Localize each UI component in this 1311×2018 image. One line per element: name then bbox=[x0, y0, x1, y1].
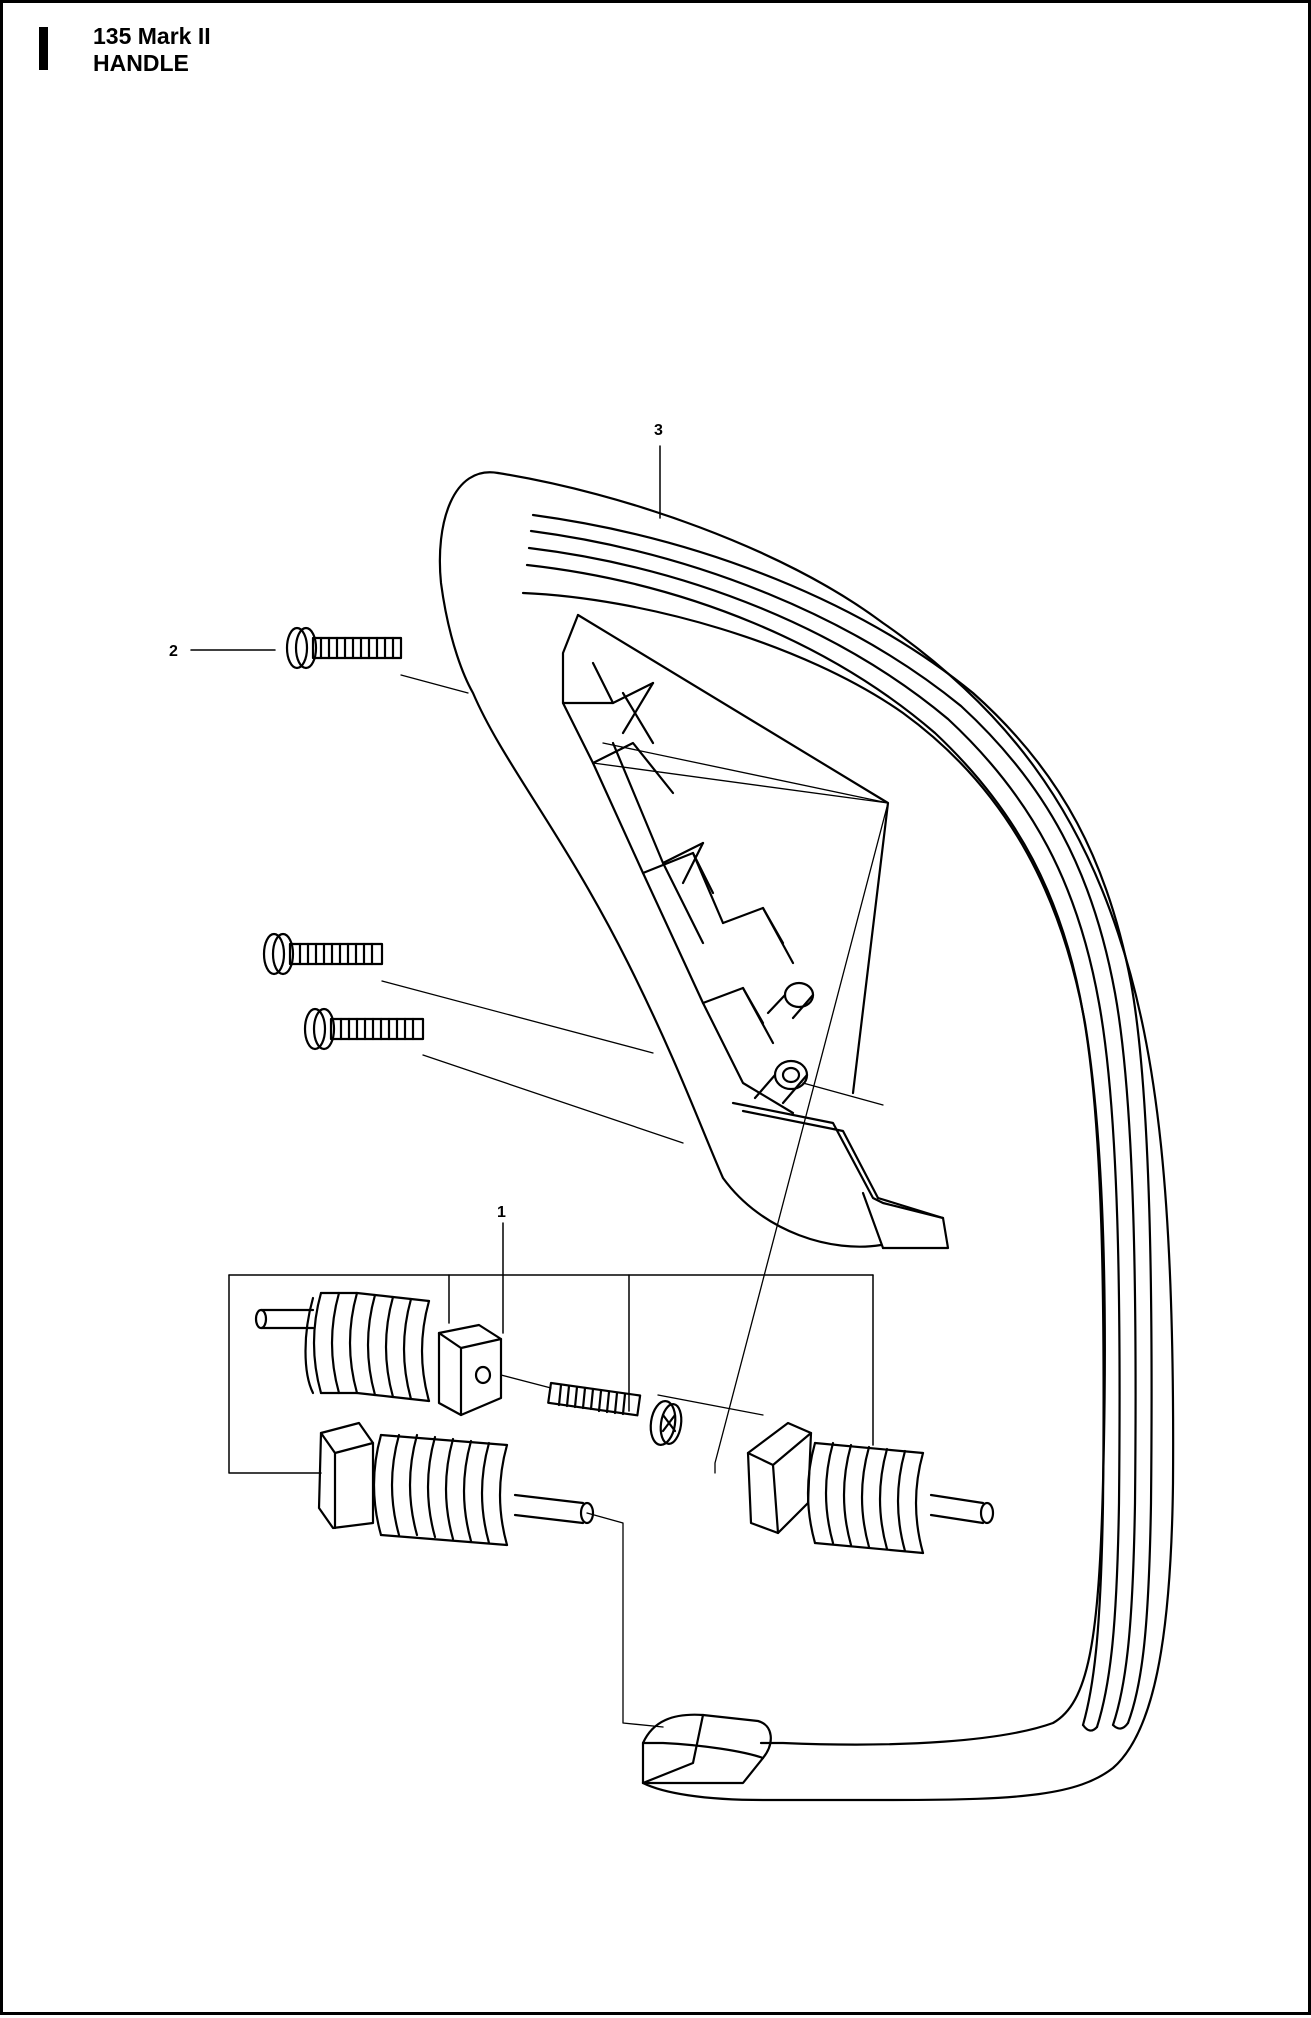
callout-1: 1 bbox=[497, 1204, 506, 1221]
spring-coils bbox=[806, 1441, 925, 1555]
handle-part bbox=[438, 471, 1175, 1802]
page-header: 135 Mark II HANDLE bbox=[93, 23, 211, 77]
section-marker bbox=[39, 27, 48, 70]
callout-leaders bbox=[190, 445, 874, 1474]
av-element-kit bbox=[254, 1291, 995, 1555]
callout-3: 3 bbox=[654, 422, 663, 439]
exploded-parts-diagram: 3 2 1 bbox=[169, 422, 1175, 1802]
spring-coils bbox=[312, 1291, 431, 1403]
callout-2: 2 bbox=[169, 643, 178, 660]
spring-coils bbox=[372, 1433, 509, 1547]
screw-part bbox=[262, 626, 425, 1051]
model-title: 135 Mark II bbox=[93, 23, 211, 49]
assembly-lines bbox=[381, 674, 889, 1728]
section-title: HANDLE bbox=[93, 50, 189, 76]
